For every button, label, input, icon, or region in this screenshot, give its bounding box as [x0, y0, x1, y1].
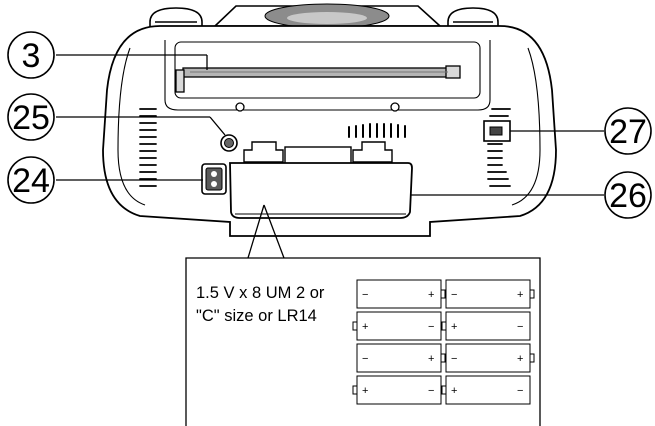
- ac-mains-socket: [201, 163, 227, 195]
- battery-minus-sign: −: [517, 385, 523, 397]
- battery-tip: [440, 289, 446, 299]
- battery-plus-sign: +: [362, 321, 368, 333]
- battery-minus-sign: −: [362, 353, 368, 365]
- callout-26: 26: [604, 171, 652, 219]
- battery-note-line2: "C" size or LR14: [196, 307, 317, 325]
- leader-lines: [56, 54, 604, 259]
- battery-tip: [529, 289, 535, 299]
- battery-tip: [440, 353, 446, 363]
- battery-cell: [356, 375, 442, 405]
- callout-label-27: 27: [609, 113, 647, 151]
- callout-25: 25: [7, 93, 55, 141]
- battery-cell: [445, 279, 531, 309]
- left-speaker-grille: [139, 108, 157, 187]
- headphone-jack: [220, 134, 238, 152]
- battery-inset-box: 1.5 V x 8 UM 2 or "C" size or LR14: [185, 257, 541, 426]
- battery-tip: [352, 321, 358, 331]
- right-knob: [447, 7, 499, 31]
- callout-label-25: 25: [12, 99, 50, 137]
- callout-3: 3: [7, 31, 55, 79]
- battery-minus-sign: −: [451, 353, 457, 365]
- battery-cell: [445, 311, 531, 341]
- battery-row-1: − + − +: [356, 279, 535, 309]
- telescopic-antenna: [175, 65, 461, 93]
- battery-tip: [441, 385, 447, 395]
- battery-cell: [356, 311, 442, 341]
- cd-lid: [213, 3, 443, 29]
- battery-row-2: + − + −: [352, 311, 531, 341]
- callout-label-26: 26: [609, 177, 647, 215]
- battery-cell: [445, 343, 531, 373]
- screw-holes: [235, 102, 400, 112]
- battery-plus-sign: +: [517, 353, 523, 365]
- battery-minus-sign: −: [428, 321, 434, 333]
- callout-24: 24: [7, 156, 55, 204]
- dc-socket: [483, 120, 511, 142]
- callout-label-24: 24: [12, 162, 50, 200]
- battery-minus-sign: −: [517, 321, 523, 333]
- battery-cell: [356, 343, 442, 373]
- battery-plus-sign: +: [428, 353, 434, 365]
- battery-plus-sign: +: [428, 289, 434, 301]
- battery-cell: [356, 279, 442, 309]
- battery-tip: [529, 353, 535, 363]
- battery-cell: [445, 375, 531, 405]
- left-knob: [149, 7, 203, 31]
- callout-27: 27: [604, 107, 652, 155]
- battery-plus-sign: +: [451, 321, 457, 333]
- battery-note-line1: 1.5 V x 8 UM 2 or: [196, 284, 325, 302]
- battery-row-4: + − + −: [352, 375, 531, 405]
- battery-minus-sign: −: [428, 385, 434, 397]
- center-vent-slots: [348, 123, 406, 138]
- battery-minus-sign: −: [451, 289, 457, 301]
- battery-row-3: − + − +: [356, 343, 535, 373]
- battery-plus-sign: +: [517, 289, 523, 301]
- battery-compartment-door: [229, 141, 413, 219]
- callout-label-3: 3: [22, 37, 41, 75]
- battery-tip: [352, 385, 358, 395]
- battery-plus-sign: +: [451, 385, 457, 397]
- battery-plus-sign: +: [362, 385, 368, 397]
- battery-tip: [441, 321, 447, 331]
- battery-minus-sign: −: [362, 289, 368, 301]
